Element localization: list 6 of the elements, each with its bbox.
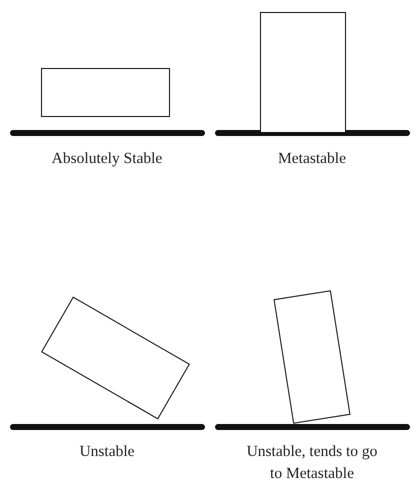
upright-block (260, 12, 346, 133)
upright-block (41, 68, 170, 117)
node-label: Unstable, tends to go to Metastable (246, 442, 378, 483)
node-label: Metastable (276, 149, 347, 169)
node-label: Absolutely Stable (50, 149, 164, 169)
node-label: Unstable (78, 442, 136, 462)
